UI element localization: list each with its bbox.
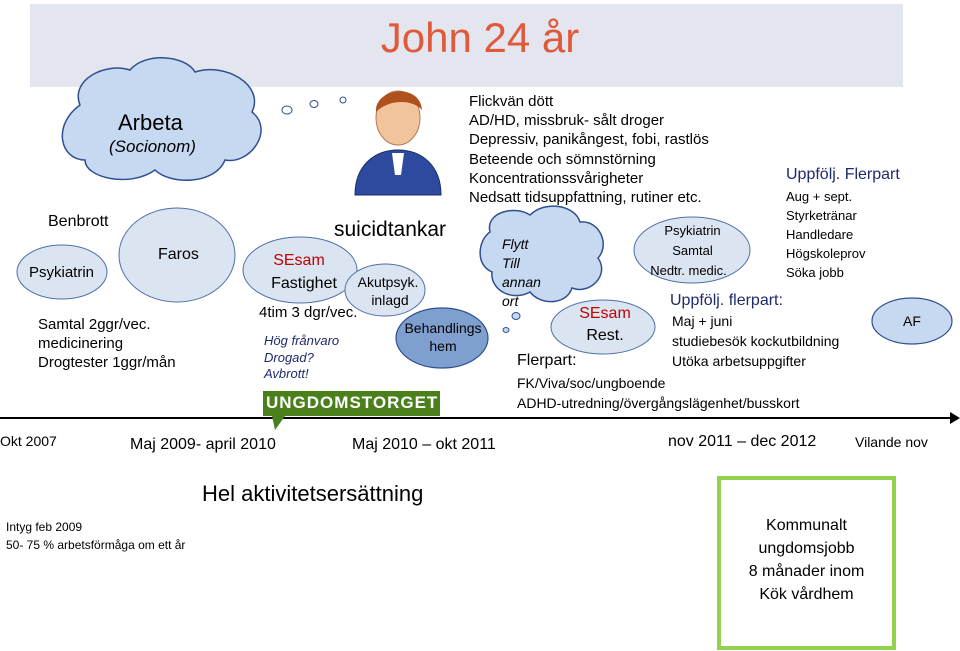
samtal-right-label: Samtal: [672, 243, 713, 258]
benbrott-label: Benbrott: [48, 213, 109, 230]
oval-psykiatrin-left: [16, 244, 108, 300]
page-title: John 24 år: [380, 14, 580, 61]
symptom-4: Koncentrationssvårigheter: [469, 170, 644, 187]
uppfolj1-item-3: Högskoleprov: [786, 246, 866, 261]
flerpart-heading: Flerpart:: [517, 352, 577, 369]
timeline-maj2010: Maj 2010 – okt 2011: [352, 436, 496, 453]
uppfolj1-item-1: Styrketränar: [786, 208, 857, 223]
oval-af: [871, 297, 953, 345]
logo-shape: [263, 391, 440, 430]
intyg-label: Intyg feb 2009: [6, 520, 83, 534]
ort-label: ort: [502, 293, 519, 309]
hog-franvaro-label: Hög frånvaro: [264, 333, 340, 348]
symptom-5: Nedsatt tidsuppfattning, rutiner etc.: [469, 189, 702, 206]
thought-bubble-arbeta: [61, 57, 347, 181]
kommunalt-line-3: Kök vårdhem: [759, 586, 854, 603]
person-icon: [354, 90, 442, 196]
sesam-rest-label: SEsam: [579, 305, 631, 322]
oval-faros: [118, 207, 236, 303]
akutpsyk-label: Akutpsyk.: [357, 274, 419, 290]
flytt-label: Flytt: [502, 236, 529, 252]
kommunalt-line-0: Kommunalt: [766, 517, 847, 534]
nedtr-medic-label: Nedtr. medic.: [650, 263, 727, 278]
annan-label: annan: [502, 274, 541, 290]
drogad-label: Drogad?: [264, 350, 314, 365]
avbrott-label: Avbrott!: [264, 366, 309, 381]
rest-label: Rest.: [586, 327, 624, 344]
uppfolj2-item-0: Maj + juni: [672, 313, 733, 329]
uppfolj-flerpart-heading: Uppfölj. Flerpart: [786, 166, 900, 183]
symptom-0: Flickvän dött: [469, 93, 554, 110]
uppfolj2-item-1: studiebesök kockutbildning: [672, 333, 840, 349]
medicinering-label: medicinering: [38, 335, 124, 352]
uppfolj1-item-4: Söka jobb: [786, 265, 844, 280]
symptom-3: Beteende och sömnstörning: [469, 151, 656, 168]
kommunalt-line-2: 8 månader inom: [748, 563, 865, 580]
timeline-maj2009: Maj 2009- april 2010: [130, 436, 276, 453]
uppfolj2-item-2: Utöka arbetsuppgifter: [672, 353, 806, 369]
psykiatrin-left-label: Psykiatrin: [29, 264, 95, 281]
oval-sesam-fastighet: [242, 236, 358, 304]
arbeta-label: Arbeta: [118, 110, 183, 135]
suicidtankar-label: suicidtankar: [334, 218, 447, 241]
af-label: AF: [903, 313, 921, 329]
oval-behandlingshem: [395, 307, 489, 369]
inlagd-label: inlagd: [371, 292, 409, 308]
faros-label: Faros: [158, 246, 199, 263]
uppfolj1-item-2: Handledare: [786, 227, 854, 242]
flerpart-item-0: FK/Viva/soc/ungboende: [517, 375, 666, 391]
socionom-label: (Socionom): [109, 137, 196, 156]
hem-label: hem: [429, 338, 457, 354]
oval-akutpsyk: [344, 263, 426, 317]
timeline-arrowhead: [950, 412, 960, 424]
timeline-nov2011: nov 2011 – dec 2012: [668, 433, 817, 450]
psykiatrin-right-label: Psykiatrin: [664, 223, 721, 238]
kommunalt-line-1: ungdomsjobb: [758, 540, 855, 557]
hel-aktivitetsersattning-label: Hel aktivitetsersättning: [202, 481, 424, 506]
oval-psykiatrin-right: [633, 216, 751, 284]
timeline-okt2007: Okt 2007: [0, 433, 57, 449]
fourtim-label: 4tim 3 dgr/vec.: [259, 304, 358, 321]
fastighet-label: Fastighet: [271, 275, 337, 292]
symptom-2: Depressiv, panikångest, fobi, rastlös: [469, 131, 709, 148]
uppfolj-flerpart2-heading: Uppfölj. flerpart:: [670, 292, 783, 309]
symptom-1: AD/HD, missbruk- sålt droger: [469, 112, 665, 129]
kommunalt-box: [717, 476, 896, 650]
oval-sesam-rest: [550, 299, 656, 355]
sesam-label: SEsam: [273, 252, 325, 269]
thought-bubble-flytt: [479, 205, 604, 333]
behandlings-label: Behandlings: [404, 320, 482, 336]
flerpart-item-1: ADHD-utredning/övergångslägenhet/busskor…: [517, 395, 800, 411]
ungdomstorget-logo: UNGDOMSTORGET: [266, 393, 439, 412]
drogtester-label: Drogtester 1ggr/mån: [38, 354, 176, 371]
uppfolj1-item-0: Aug + sept.: [786, 189, 853, 204]
till-label: Till: [502, 255, 520, 271]
timeline-vilande: Vilande nov: [855, 434, 928, 450]
arbetsformaga-label: 50- 75 % arbetsförmåga om ett år: [6, 538, 186, 552]
samtal-label: Samtal 2ggr/vec.: [38, 316, 151, 333]
